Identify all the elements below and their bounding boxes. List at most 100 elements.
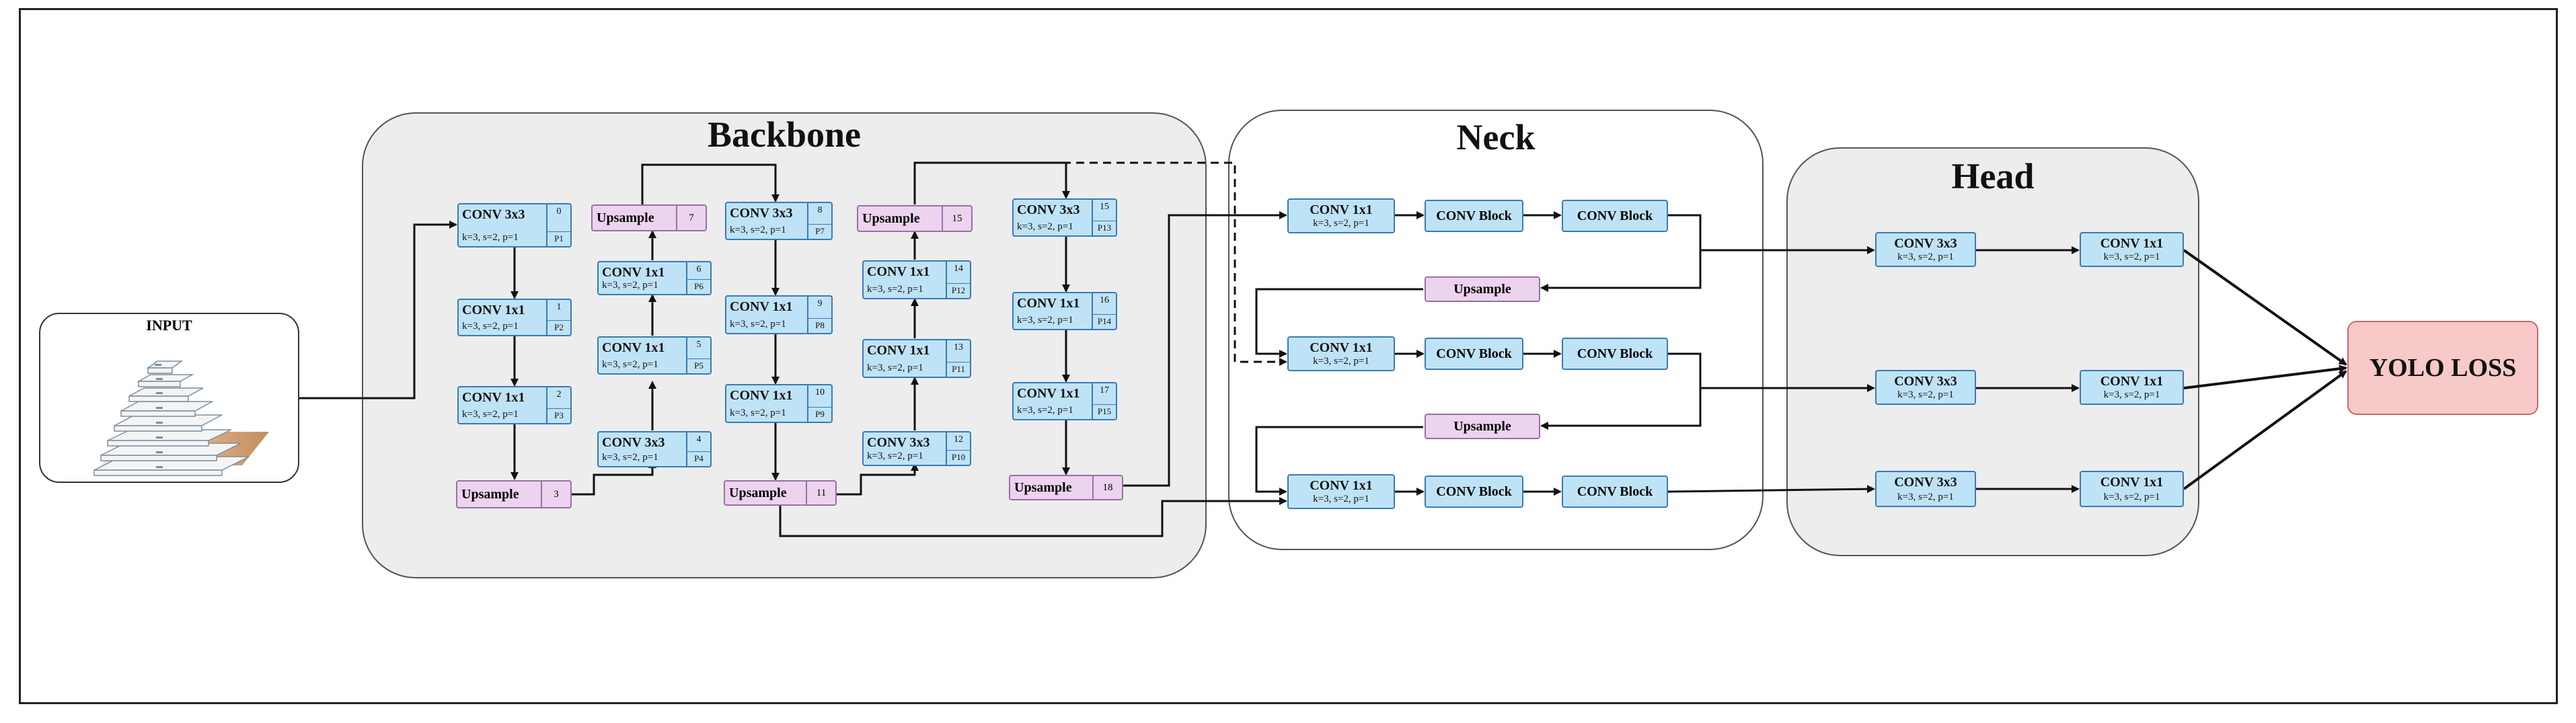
backbone-upsample-7: Upsample 7 [591, 204, 707, 231]
upsample-label: Upsample [1453, 418, 1511, 434]
upsample-label: Upsample [461, 486, 519, 502]
block-params: k=3, s=2, p=1 [602, 280, 658, 291]
block-params: k=3, s=2, p=1 [2103, 492, 2160, 502]
block-params: k=3, s=2, p=1 [1897, 389, 1954, 400]
upsample-label: Upsample [862, 211, 920, 226]
head-conv1x1-row1: CONV 1x1 k=3, s=2, p=1 [2080, 232, 2184, 267]
input-box: INPUT [39, 313, 299, 483]
block-index: 10 [815, 387, 825, 397]
block-plabel: P11 [947, 362, 970, 375]
block-plabel: P15 [1093, 404, 1116, 417]
block-title: CONV 1x1 [1310, 340, 1373, 355]
block-title: CONV 1x1 [730, 299, 793, 314]
block-plabel: P8 [808, 318, 831, 331]
block-index: 5 [696, 340, 702, 350]
neck-conv-block-row2-a: CONV Block [1425, 338, 1523, 370]
block-params: k=3, s=2, p=1 [462, 321, 519, 332]
block-plabel: P7 [808, 224, 831, 237]
block-title: CONV 1x1 [602, 340, 665, 355]
block-title: CONV 3x3 [1894, 236, 1957, 251]
neck-conv1x1-row2: CONV 1x1 k=3, s=2, p=1 [1287, 336, 1395, 371]
backbone-upsample-15: Upsample 15 [857, 205, 973, 232]
neck-conv-block-row1-b: CONV Block [1562, 200, 1668, 232]
block-plabel: P12 [947, 283, 970, 296]
block-plabel: P10 [947, 450, 970, 463]
backbone-title: Backbone [707, 114, 862, 155]
block-params: k=3, s=2, p=1 [867, 284, 923, 295]
block-title: CONV 1x1 [462, 303, 525, 317]
block-index: 0 [556, 206, 562, 217]
neck-upsample-2: Upsample [1425, 414, 1540, 439]
block-title: CONV 1x1 [867, 264, 930, 279]
block-index: 16 [1100, 295, 1109, 305]
neck-conv-block-row1-a: CONV Block [1425, 200, 1523, 232]
block-title: CONV 1x1 [2100, 475, 2164, 490]
head-conv3x3-row1: CONV 3x3 k=3, s=2, p=1 [1875, 232, 1976, 267]
block-title: CONV 3x3 [730, 206, 793, 221]
block-index: 1 [556, 302, 562, 312]
block-params: k=3, s=2, p=1 [1017, 405, 1073, 416]
block-plabel: P2 [547, 320, 570, 333]
neck-conv-block-row2-b: CONV Block [1562, 338, 1668, 370]
block-title: CONV 3x3 [1017, 202, 1080, 217]
block-plabel: P4 [687, 451, 710, 464]
block-params: k=3, s=2, p=1 [730, 319, 786, 330]
block-params: k=3, s=2, p=1 [730, 225, 786, 235]
block-title: CONV 3x3 [602, 435, 665, 450]
neck-title: Neck [1456, 117, 1536, 157]
upsample-index: 11 [806, 482, 835, 504]
block-index: 17 [1100, 385, 1109, 395]
block-title: CONV 3x3 [867, 435, 930, 450]
block-title: CONV 1x1 [867, 343, 930, 358]
block-index: 9 [817, 299, 823, 309]
block-index: 15 [1100, 202, 1109, 212]
input-title: INPUT [146, 317, 192, 334]
block-plabel: P13 [1093, 221, 1116, 233]
block-params: k=3, s=2, p=1 [462, 232, 519, 243]
block-index: 14 [954, 264, 963, 274]
neck-conv-block-row3-b: CONV Block [1562, 475, 1668, 508]
upsample-label: Upsample [1453, 281, 1511, 297]
block-title: CONV 1x1 [730, 388, 793, 403]
block-plabel: P9 [808, 407, 831, 420]
block-plabel: P6 [687, 279, 710, 292]
upsample-label: Upsample [1014, 480, 1072, 495]
upsample-index: 18 [1092, 476, 1122, 499]
block-plabel: P3 [547, 408, 570, 421]
head-title: Head [1951, 156, 2035, 196]
block-params: k=3, s=2, p=1 [867, 363, 923, 373]
block-plabel: P14 [1093, 314, 1116, 327]
block-params: k=3, s=2, p=1 [1897, 252, 1954, 262]
block-index: 2 [556, 389, 562, 399]
block-title: CONV 1x1 [1017, 296, 1080, 311]
input-layer-stack-icon [93, 360, 269, 476]
backbone-upsample-3: Upsample 3 [456, 480, 572, 508]
upsample-index: 15 [942, 206, 971, 231]
neck-upsample-1: Upsample [1425, 276, 1540, 302]
backbone-upsample-11: Upsample 11 [724, 480, 837, 506]
backbone-upsample-18: Upsample 18 [1009, 475, 1123, 500]
block-params: k=3, s=2, p=1 [1313, 356, 1369, 367]
head-conv1x1-row2: CONV 1x1 k=3, s=2, p=1 [2080, 370, 2184, 405]
block-plabel: P1 [547, 231, 570, 244]
block-title: CONV 1x1 [1017, 386, 1080, 401]
block-title: CONV 1x1 [2100, 374, 2164, 389]
block-index: 8 [817, 205, 823, 215]
